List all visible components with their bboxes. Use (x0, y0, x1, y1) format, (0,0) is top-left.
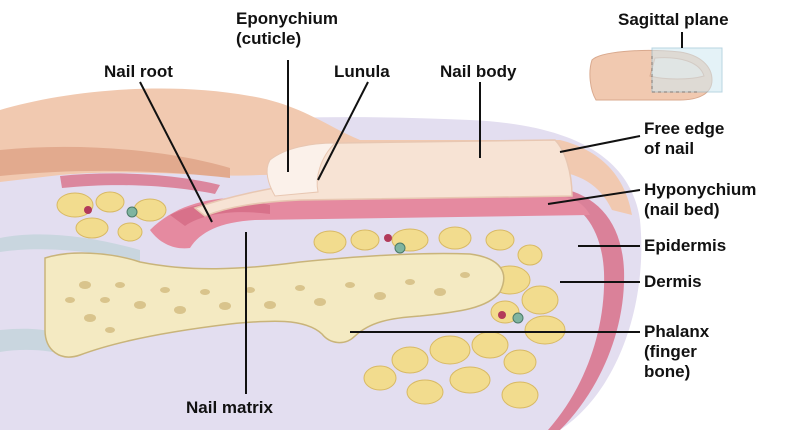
label-nail-matrix: Nail matrix (186, 398, 273, 418)
label-dermis: Dermis (644, 272, 702, 292)
label-phalanx-line2: (finger (644, 342, 709, 362)
label-free-edge-line1: Free edge (644, 119, 724, 139)
label-eponychium-line1: Eponychium (236, 9, 338, 29)
label-phalanx-line1: Phalanx (644, 322, 709, 342)
label-hyponychium: Hyponychium (nail bed) (644, 180, 756, 220)
label-eponychium-line2: (cuticle) (236, 29, 338, 49)
label-nail-body: Nail body (440, 62, 517, 82)
label-epidermis: Epidermis (644, 236, 726, 256)
sagittal-plane-inset (590, 48, 722, 100)
label-sagittal-plane: Sagittal plane (618, 10, 729, 30)
label-eponychium: Eponychium (cuticle) (236, 9, 338, 49)
label-free-edge: Free edge of nail (644, 119, 724, 159)
label-phalanx: Phalanx (finger bone) (644, 322, 709, 382)
label-hyponychium-line2: (nail bed) (644, 200, 756, 220)
label-nail-root: Nail root (104, 62, 173, 82)
label-phalanx-line3: bone) (644, 362, 709, 382)
label-lunula: Lunula (334, 62, 390, 82)
inset-plane (652, 48, 722, 92)
label-hyponychium-line1: Hyponychium (644, 180, 756, 200)
label-free-edge-line2: of nail (644, 139, 724, 159)
